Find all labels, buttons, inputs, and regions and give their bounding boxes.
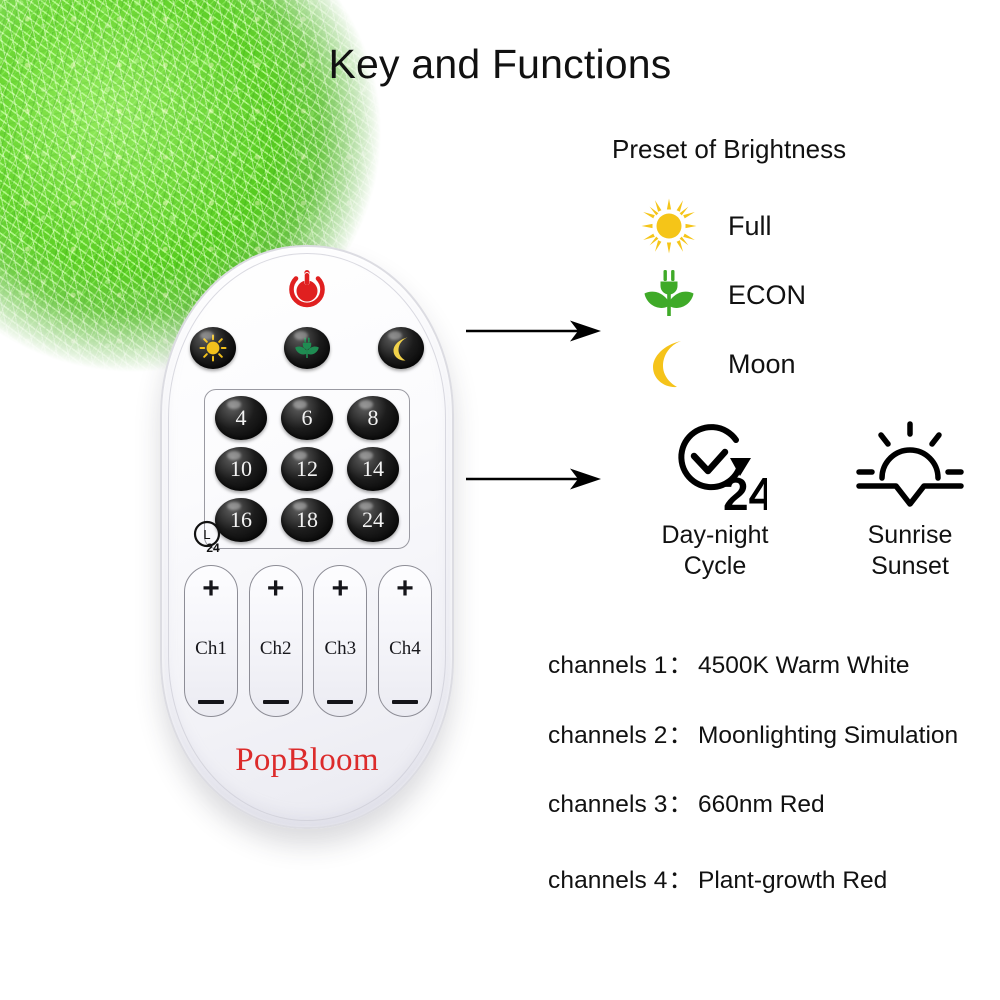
remote-preset-buttons — [190, 327, 424, 369]
feature-label-line2: Sunset — [871, 551, 949, 580]
remote-control: 4 6 8 10 12 14 16 18 24 L 24 + Ch1 + — [160, 245, 454, 829]
channel-button-ch2[interactable]: + Ch2 — [248, 565, 303, 717]
keypad-button[interactable]: 14 — [347, 446, 399, 491]
sun-icon — [636, 196, 702, 256]
keypad-button[interactable]: 4 — [215, 396, 267, 441]
keypad-button[interactable]: 24 — [347, 497, 399, 542]
channel-plus-icon[interactable]: + — [396, 572, 414, 605]
feature-label-line1: Sunrise — [867, 521, 953, 549]
channel-plus-icon[interactable]: + — [331, 572, 350, 605]
feature-label-line1: Day-night — [661, 521, 769, 549]
plant-plug-icon — [295, 337, 319, 358]
channel-value: Moonlighting Simulation — [698, 722, 959, 749]
channel-button-ch4[interactable]: + Ch4 — [377, 565, 432, 717]
channel-minus-icon[interactable] — [198, 700, 224, 704]
sun-icon — [199, 334, 227, 362]
channel-minus-icon[interactable] — [262, 700, 289, 704]
keypad-button[interactable]: 18 — [281, 497, 333, 542]
channel-plus-icon[interactable]: + — [202, 572, 220, 605]
preset-label-full: Full — [728, 210, 772, 241]
svg-text:24: 24 — [723, 468, 767, 514]
page-title: Key and Functions — [328, 41, 672, 87]
timer-badge-icon: L 24 — [190, 518, 230, 558]
crescent-moon-icon — [636, 336, 702, 392]
channel-colon: ： — [668, 791, 694, 818]
channel-label: Ch2 — [259, 638, 292, 659]
remote-keypad: 4 6 8 10 12 14 16 18 24 — [204, 389, 410, 549]
channel-button-ch3[interactable]: + Ch3 — [313, 565, 368, 717]
channel-line-1: channels 1：4500K Warm White — [548, 652, 910, 679]
feature-sunrise-sunset: Sunrise Sunset — [815, 418, 1000, 581]
power-button[interactable] — [284, 267, 330, 313]
svg-text:L: L — [203, 527, 210, 542]
keypad-button[interactable]: 8 — [347, 396, 399, 441]
channel-plus-icon[interactable]: + — [266, 572, 285, 605]
keypad-button[interactable]: 16 — [215, 497, 267, 542]
channel-colon: ： — [668, 722, 694, 749]
preset-row-moon: Moon — [636, 336, 796, 392]
moon-button[interactable] — [378, 327, 424, 369]
channel-value: Plant-growth Red — [698, 867, 888, 894]
channel-colon: ： — [668, 867, 694, 894]
channel-key: channels 4 — [548, 867, 668, 894]
arrow-to-features — [466, 466, 601, 497]
crescent-moon-icon — [393, 337, 408, 361]
channel-value: 4500K Warm White — [698, 652, 910, 679]
channel-line-3: channels 3：660nm Red — [548, 791, 825, 818]
keypad-button[interactable]: 10 — [215, 446, 267, 491]
full-brightness-button[interactable] — [190, 327, 236, 369]
preset-row-full: Full — [636, 196, 772, 256]
preset-section-heading: Preset of Brightness — [612, 134, 847, 164]
preset-row-econ: ECON — [636, 266, 806, 324]
feature-label-line2: Cycle — [683, 551, 747, 580]
channel-key: channels 3 — [548, 791, 668, 818]
channel-minus-icon[interactable] — [391, 700, 418, 704]
keypad-button[interactable]: 12 — [281, 446, 333, 491]
channel-key: channels 2 — [548, 722, 668, 749]
channel-label: Ch1 — [195, 638, 227, 659]
channel-key: channels 1 — [548, 652, 668, 679]
sunrise-sunset-icon — [815, 418, 1000, 514]
feature-day-night-cycle: 24 Day-night Cycle — [620, 418, 810, 581]
arrow-to-presets — [466, 318, 601, 349]
preset-label-econ: ECON — [728, 279, 807, 310]
channel-line-4: channels 4：Plant-growth Red — [548, 867, 888, 894]
plant-plug-icon — [636, 266, 702, 324]
feature-label-sunrise: Sunrise Sunset — [815, 520, 1000, 581]
preset-label-moon: Moon — [728, 348, 796, 379]
svg-text:24: 24 — [206, 541, 220, 555]
channel-minus-icon[interactable] — [327, 700, 354, 704]
channel-value: 660nm Red — [698, 791, 825, 818]
econ-button[interactable] — [284, 327, 330, 369]
feature-label-day-night: Day-night Cycle — [620, 520, 810, 581]
channel-button-ch1[interactable]: + Ch1 — [184, 565, 238, 717]
clock-24-cycle-icon: 24 — [620, 418, 810, 514]
channel-line-2: channels 2：Moonlighting Simulation — [548, 722, 959, 749]
channel-colon: ： — [668, 652, 694, 679]
brand-logo: PopBloom — [235, 742, 379, 778]
keypad-button[interactable]: 6 — [281, 396, 333, 441]
channel-label: Ch4 — [389, 638, 421, 659]
remote-channel-buttons: + Ch1 + Ch2 + Ch3 + Ch4 — [184, 565, 432, 717]
channel-label: Ch3 — [324, 638, 357, 659]
